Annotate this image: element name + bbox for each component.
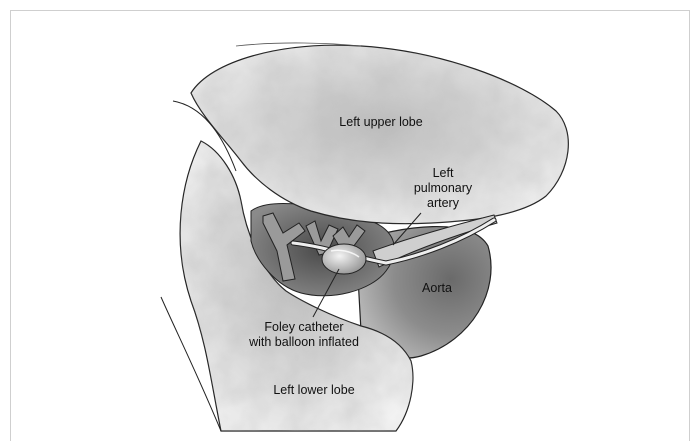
label-catheter-line2: with balloon inflated [248, 335, 359, 349]
label-left-lower-lobe: Left lower lobe [273, 383, 354, 397]
figure-frame: Left upper lobe Left pulmonary artery Ao… [10, 10, 690, 441]
label-left-upper-lobe: Left upper lobe [339, 115, 422, 129]
label-pulmonary-artery-line3: artery [427, 196, 460, 210]
label-pulmonary-artery-line1: Left [433, 166, 454, 180]
lung-anatomy-illustration: Left upper lobe Left pulmonary artery Ao… [11, 11, 690, 441]
label-aorta: Aorta [422, 281, 452, 295]
label-catheter-line1: Foley catheter [264, 320, 343, 334]
label-pulmonary-artery-line2: pulmonary [414, 181, 473, 195]
catheter-balloon [322, 244, 366, 274]
